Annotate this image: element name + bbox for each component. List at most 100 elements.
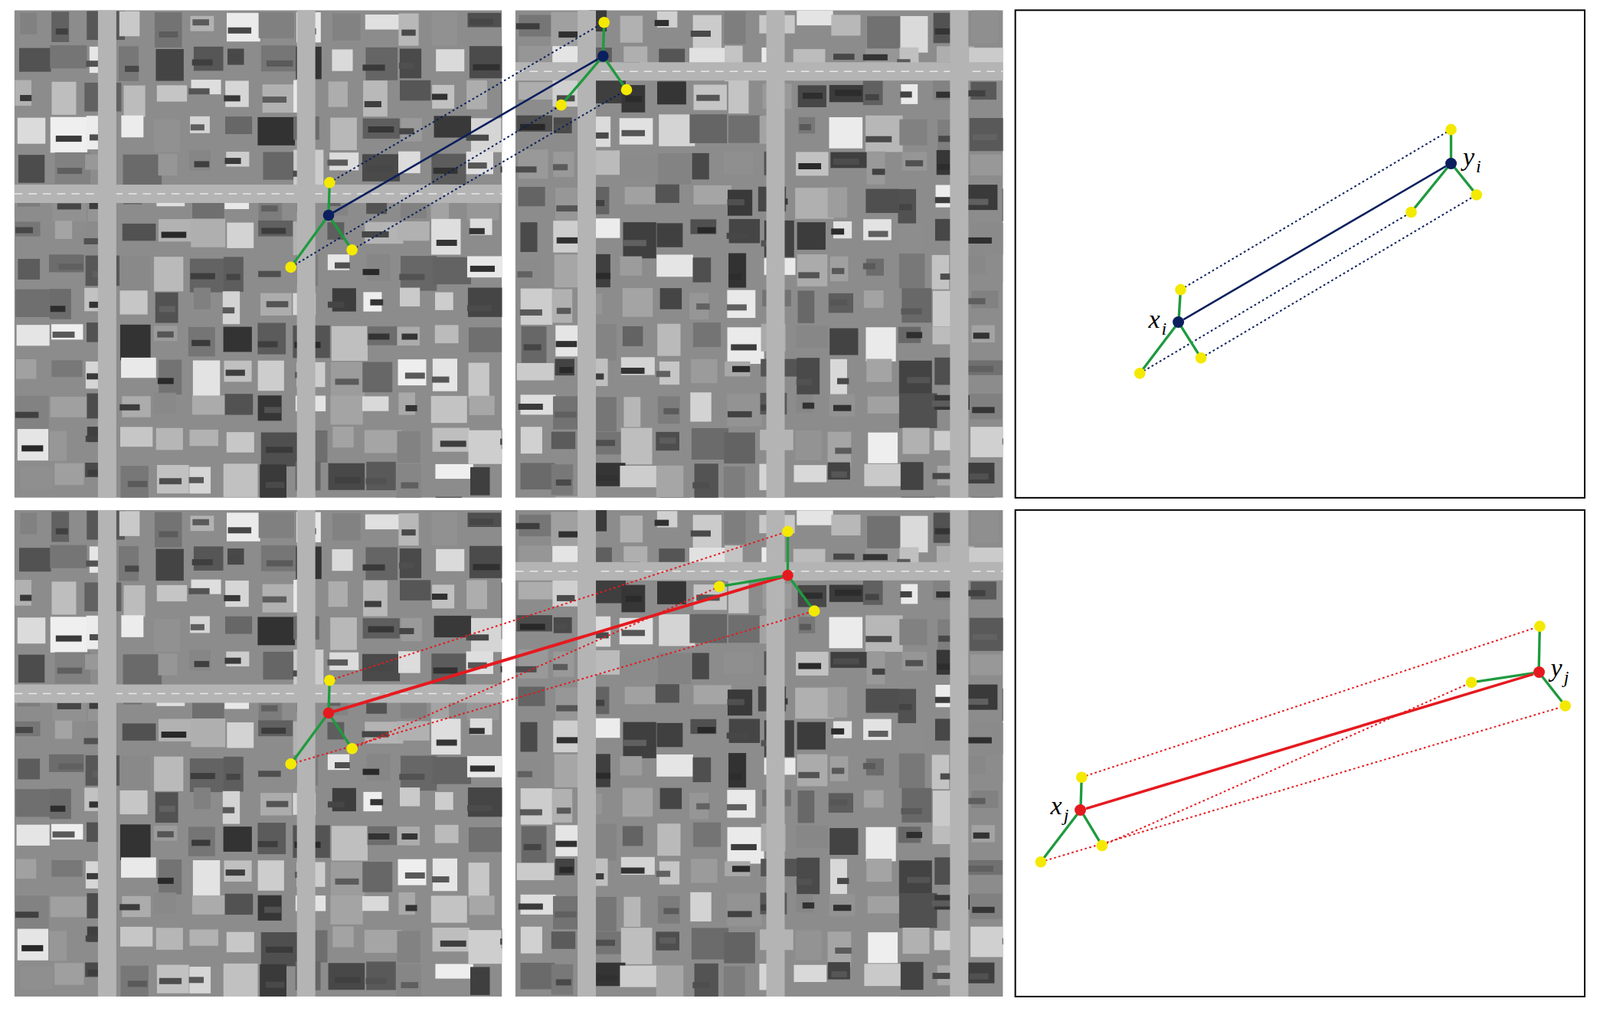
building xyxy=(552,151,574,177)
correspondence-line xyxy=(1139,212,1411,374)
building xyxy=(621,428,653,465)
building xyxy=(431,511,458,546)
shadow xyxy=(470,765,495,772)
shadow xyxy=(798,772,820,779)
shadow xyxy=(520,309,543,316)
shadow xyxy=(405,904,417,911)
building xyxy=(795,325,828,348)
shadow xyxy=(225,369,246,377)
building xyxy=(193,287,211,310)
shadow xyxy=(799,124,812,131)
shadow xyxy=(467,304,492,311)
building xyxy=(434,615,472,638)
shadow xyxy=(966,798,985,805)
shadow xyxy=(225,157,242,164)
shadow xyxy=(401,529,416,536)
building xyxy=(970,926,1004,958)
building xyxy=(690,392,711,422)
shadow xyxy=(906,376,930,383)
shadow xyxy=(368,333,390,340)
shadow xyxy=(516,523,540,530)
building xyxy=(623,896,641,927)
keypoint xyxy=(1559,700,1571,712)
building xyxy=(901,287,932,323)
building xyxy=(828,792,854,813)
keypoint xyxy=(598,16,610,29)
shadow xyxy=(520,623,546,630)
building xyxy=(397,221,430,241)
building xyxy=(55,220,72,239)
building xyxy=(331,326,368,361)
road-marking xyxy=(14,193,503,194)
building xyxy=(863,580,884,606)
building xyxy=(399,80,431,102)
building xyxy=(122,723,157,740)
building xyxy=(795,151,828,176)
descriptor-spoke xyxy=(328,713,353,750)
building xyxy=(193,360,220,397)
building xyxy=(226,222,254,249)
shadow xyxy=(190,624,205,631)
shadow xyxy=(831,728,845,735)
building xyxy=(158,359,182,395)
building xyxy=(257,822,286,854)
building xyxy=(827,931,852,967)
building xyxy=(189,429,218,446)
building xyxy=(54,962,84,985)
keypoint xyxy=(1470,189,1483,201)
building xyxy=(728,115,763,144)
shadow xyxy=(973,832,990,839)
building xyxy=(330,362,365,399)
building xyxy=(49,431,67,462)
building xyxy=(830,152,868,169)
shadow xyxy=(834,447,851,454)
building xyxy=(119,755,151,792)
shadow xyxy=(436,239,458,246)
building xyxy=(468,327,502,352)
shadow xyxy=(732,865,750,872)
building xyxy=(19,13,37,35)
building xyxy=(659,497,691,498)
shadow xyxy=(625,95,643,102)
building xyxy=(258,511,295,538)
building xyxy=(865,327,896,362)
shadow xyxy=(50,805,66,812)
building xyxy=(396,930,420,962)
shadow xyxy=(500,166,503,173)
building xyxy=(694,463,719,498)
shadow xyxy=(158,530,178,537)
building xyxy=(971,9,999,43)
building xyxy=(723,932,756,963)
building xyxy=(190,218,226,247)
shadow xyxy=(262,596,287,603)
road xyxy=(577,510,596,997)
shadow xyxy=(399,274,425,281)
building xyxy=(692,757,711,783)
shadow xyxy=(831,767,845,774)
building xyxy=(396,327,420,347)
shadow xyxy=(366,664,393,671)
keypoint xyxy=(1035,856,1048,868)
building xyxy=(366,753,391,781)
building xyxy=(521,326,547,364)
building xyxy=(901,223,923,253)
shadow xyxy=(226,773,241,780)
building xyxy=(226,512,261,541)
shadow xyxy=(15,911,39,918)
shadow xyxy=(401,29,416,36)
shadow xyxy=(972,634,998,641)
building xyxy=(224,860,252,882)
building xyxy=(795,930,822,961)
building xyxy=(121,857,157,877)
shadow xyxy=(119,903,140,910)
building xyxy=(865,688,899,713)
building xyxy=(863,219,892,240)
building xyxy=(827,187,848,219)
building xyxy=(118,45,139,82)
building xyxy=(328,81,348,107)
shadow xyxy=(553,623,567,630)
building xyxy=(16,359,36,380)
building xyxy=(121,615,144,638)
photo-ground xyxy=(14,9,503,498)
